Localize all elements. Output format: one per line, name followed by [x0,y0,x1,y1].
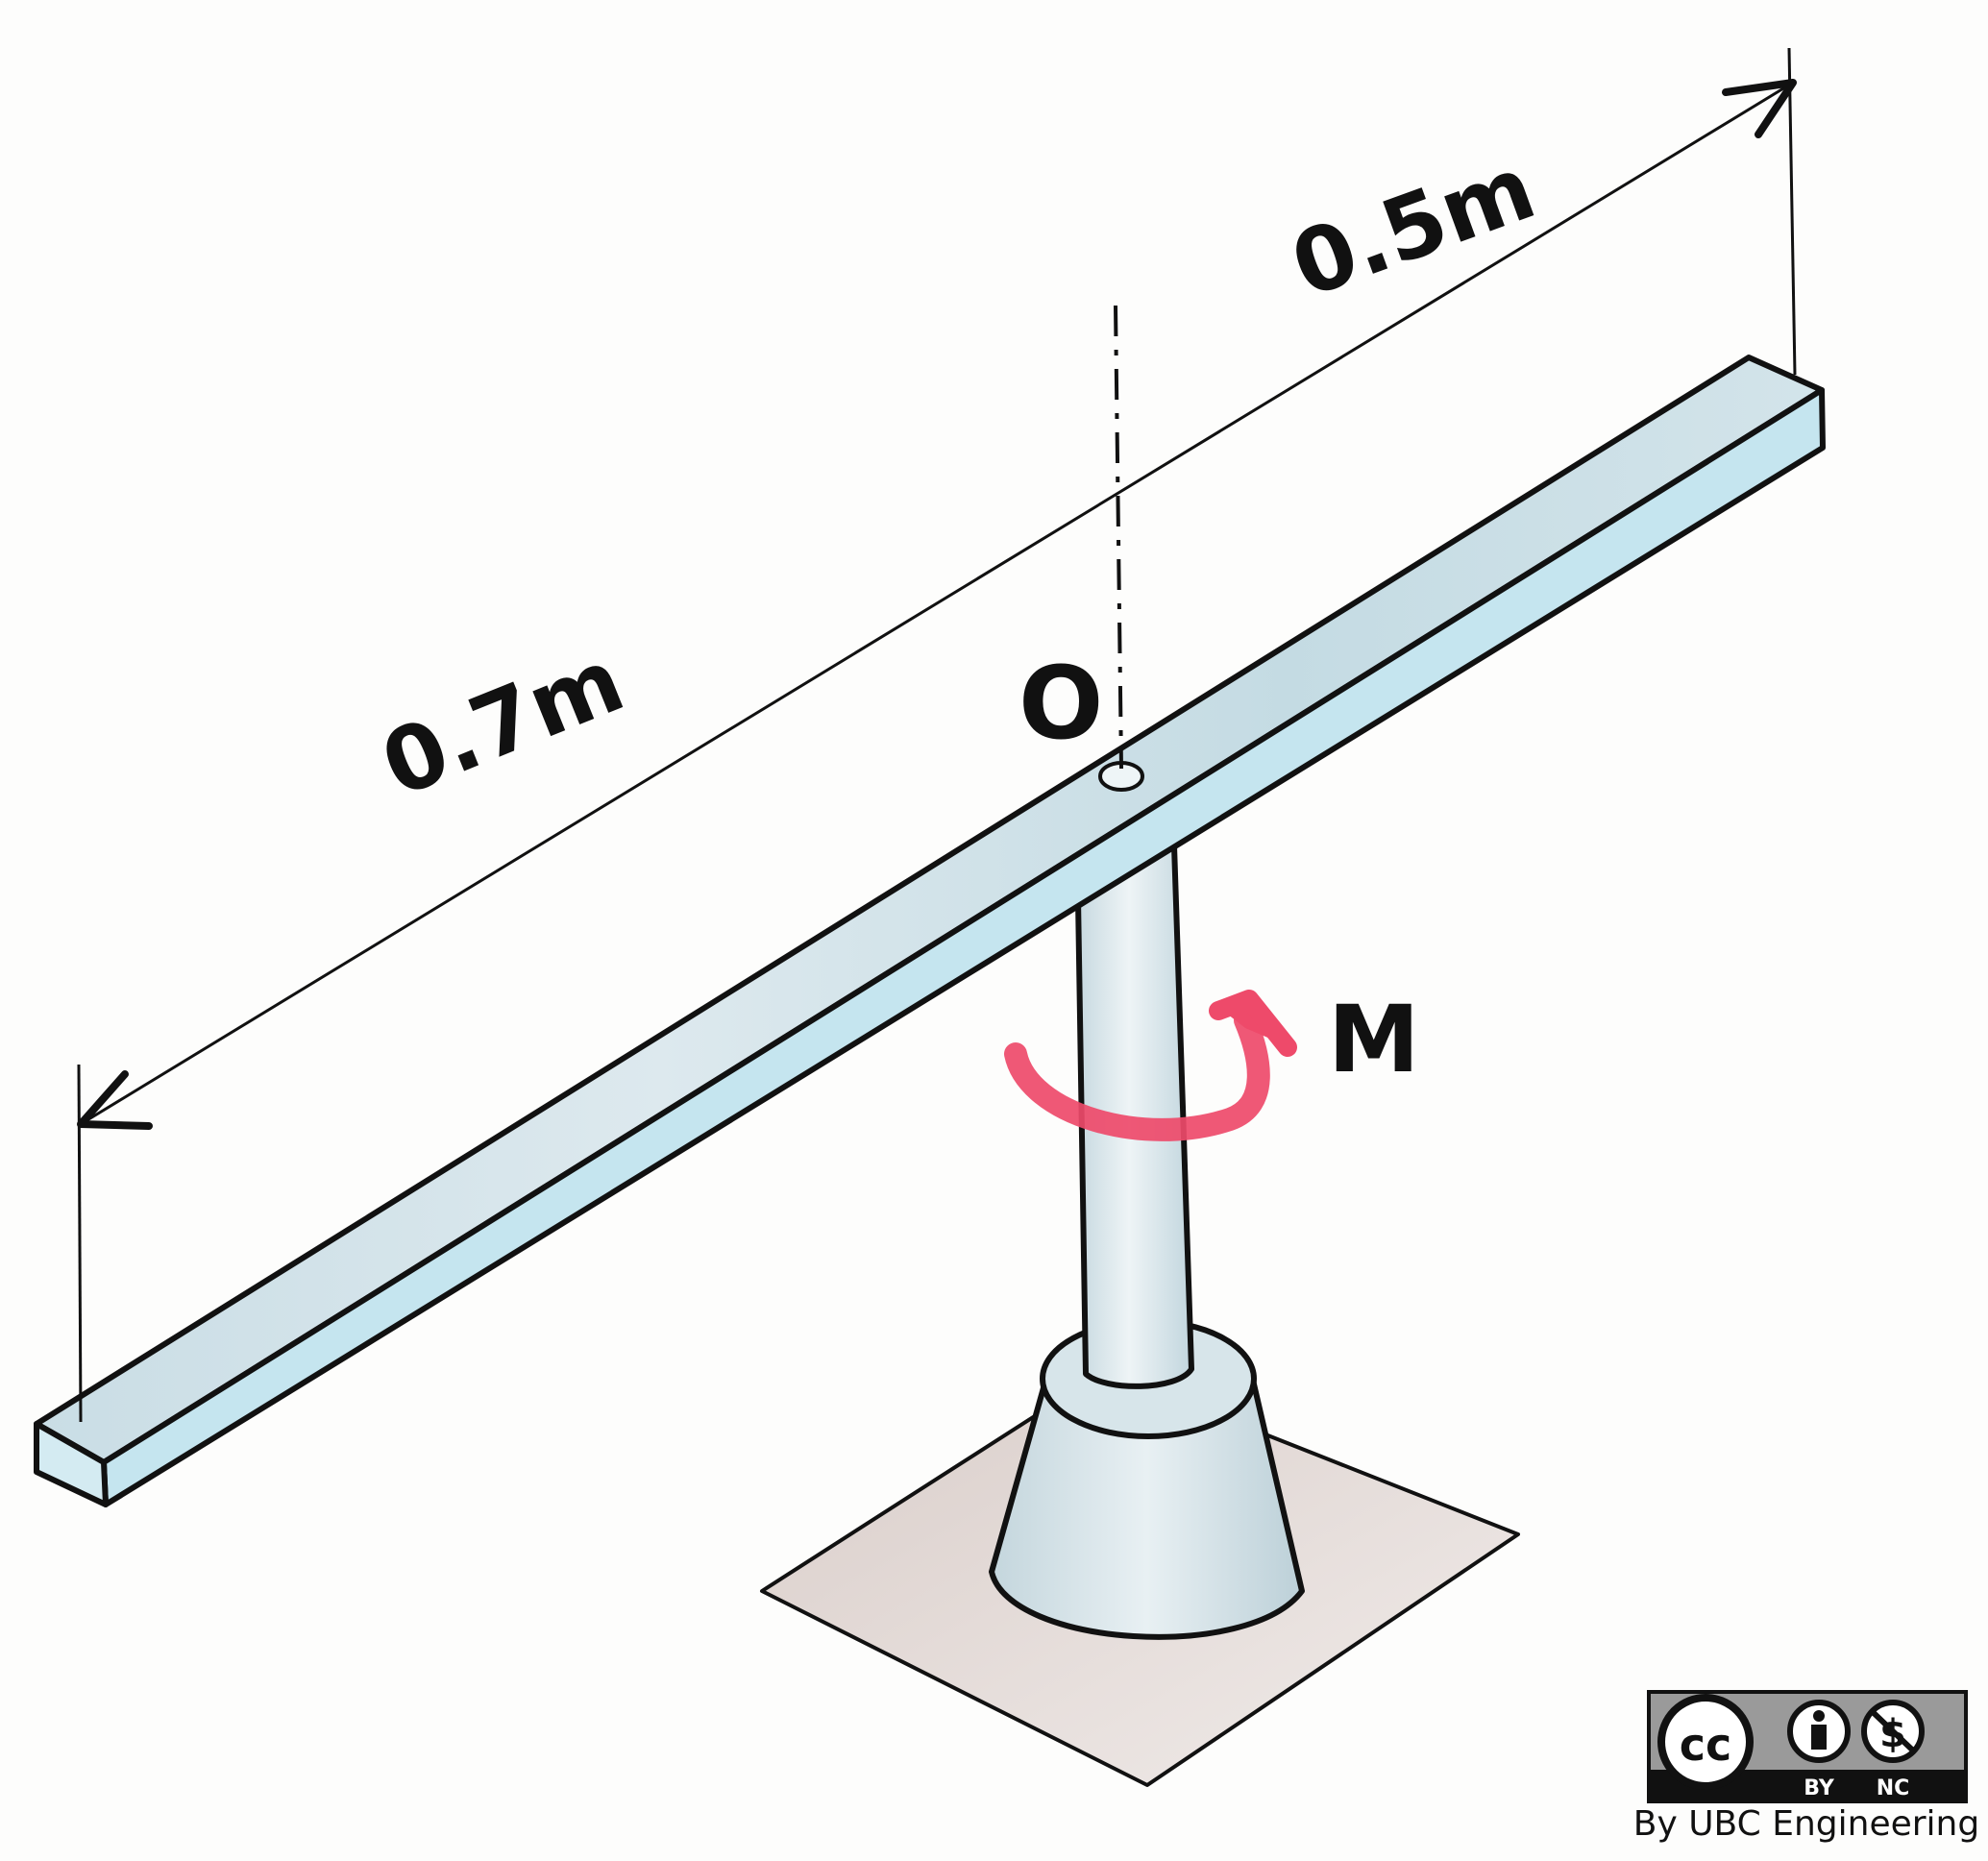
left-extension-line [77,1064,83,1423]
non-commercial-dollar-icon: $ [1861,1700,1925,1763]
pivot-label: O [1019,645,1103,762]
right-arrowhead [1722,79,1797,138]
right-length-label: 0.5m [1279,136,1548,318]
cc-icon: cc [1657,1694,1754,1790]
moment-arrow [1004,990,1297,1141]
dimension-line [80,81,1794,1126]
credit-text: By UBC Engineering [1633,1804,1979,1844]
attribution-person-icon [1787,1700,1851,1763]
pivot-axis-line [1114,305,1123,770]
beam-front-side [101,387,1826,1507]
license-badge: cc $ BY NC [1647,1690,1968,1803]
beam-top-face [34,355,1825,1465]
conical-base [989,1373,1305,1640]
cc-badge-text: cc [1680,1719,1732,1771]
badge-by: BY [1804,1776,1835,1800]
right-extension-line [1787,47,1797,376]
beam-end-face [34,1421,109,1507]
moment-label: M [1328,986,1420,1093]
left-arrowhead [77,1070,153,1130]
badge-nc: NC [1877,1776,1910,1800]
left-length-label: 0.7m [368,628,637,817]
vertical-post [1075,843,1194,1389]
